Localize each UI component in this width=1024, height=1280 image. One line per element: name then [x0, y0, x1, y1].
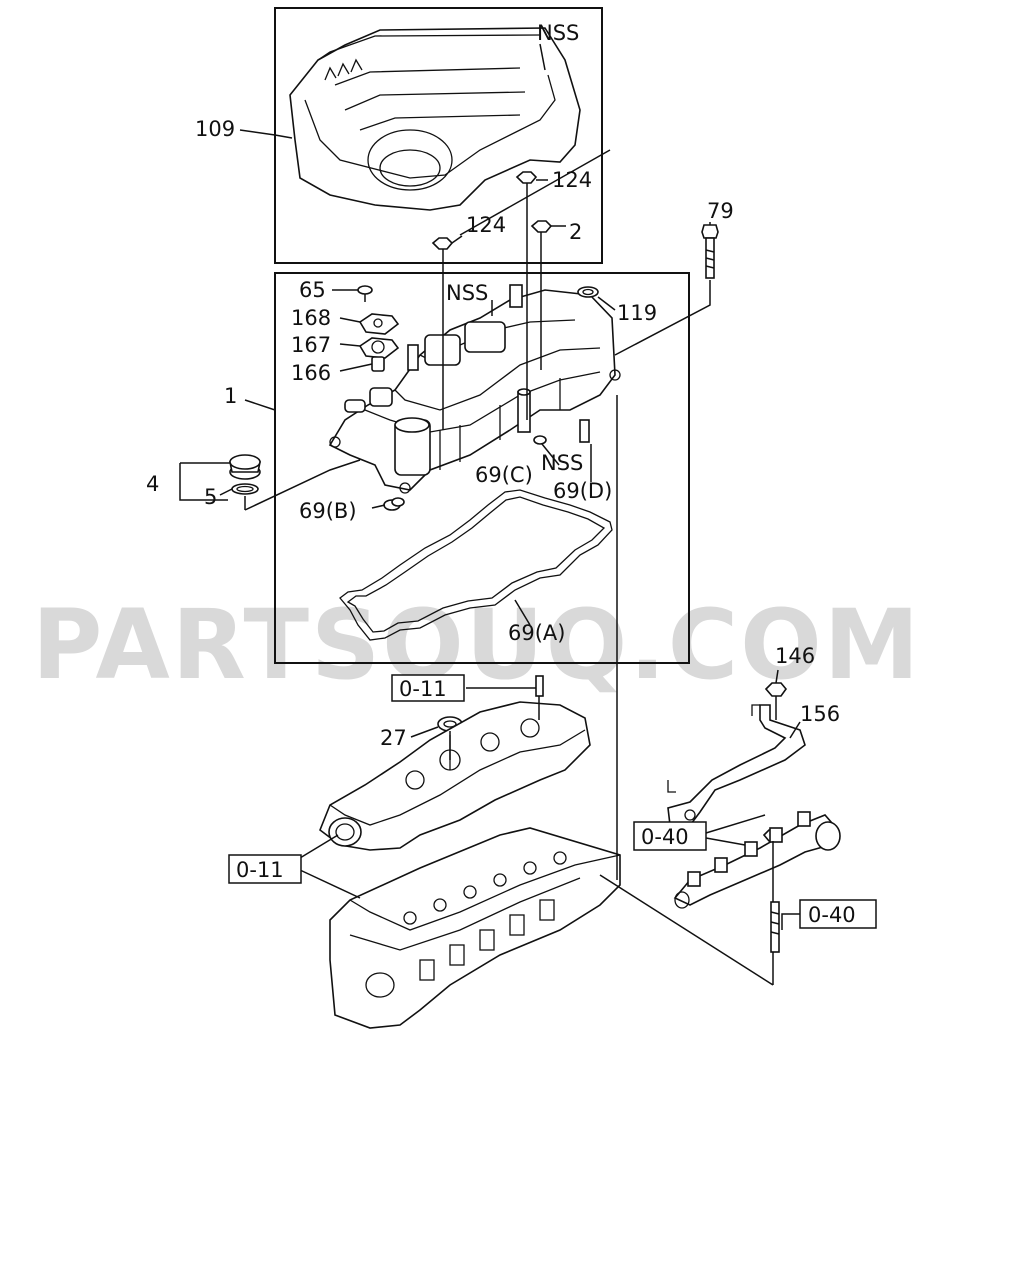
- seal-69b: [383, 497, 405, 511]
- nut-2: [530, 220, 553, 233]
- stud-0-11: [535, 675, 544, 697]
- ref-0-40-lower-text: 0-40: [808, 903, 856, 927]
- cylinder-head-cover-frame: [274, 272, 690, 664]
- label-119: 119: [617, 301, 657, 325]
- bolt-nss: [579, 419, 590, 443]
- label-nss-mid: NSS: [446, 281, 488, 305]
- ref-0-11-lower-text: 0-11: [236, 858, 284, 882]
- gasket-167: [358, 337, 400, 359]
- cylinder-head-cover-part: [328, 284, 621, 494]
- seal-119: [577, 286, 599, 298]
- label-5: 5: [204, 485, 217, 509]
- o-ring-5: [231, 483, 259, 495]
- cover-168: [358, 313, 400, 335]
- ref-0-11-upper-text: 0-11: [399, 677, 447, 701]
- ref-0-40-upper-text: 0-40: [641, 825, 689, 849]
- label-69b: 69(B): [299, 499, 357, 523]
- label-124-lower: 124: [466, 213, 506, 237]
- label-65: 65: [299, 278, 326, 302]
- label-109: 109: [195, 117, 235, 141]
- label-146: 146: [775, 644, 815, 668]
- leader-lines: [179, 43, 801, 986]
- seal-69c: [533, 435, 547, 445]
- label-4: 4: [146, 472, 159, 496]
- screw-65: [357, 285, 373, 302]
- bolt-79: [701, 224, 719, 279]
- label-nss-low: NSS: [541, 451, 583, 475]
- label-79: 79: [707, 199, 734, 223]
- ref-box-0-11-lower[interactable]: 0-11: [228, 854, 302, 884]
- stud-bolt: [770, 901, 780, 953]
- ref-box-0-40-upper[interactable]: 0-40: [633, 821, 707, 851]
- label-167: 167: [291, 333, 331, 357]
- bracket-156: [667, 704, 806, 829]
- label-168: 168: [291, 306, 331, 330]
- label-69d: 69(D): [553, 479, 612, 503]
- gasket-69a: [339, 489, 613, 641]
- ref-box-0-11-upper[interactable]: 0-11: [391, 674, 465, 702]
- label-69c: 69(C): [475, 463, 533, 487]
- label-27: 27: [380, 726, 407, 750]
- oil-cap-4: [229, 454, 261, 480]
- nut-124-upper: [515, 171, 538, 190]
- label-124-upper: 124: [552, 168, 592, 192]
- camshaft-carrier-part: [319, 701, 591, 851]
- label-156: 156: [800, 702, 840, 726]
- engine-cover-part: [289, 27, 581, 211]
- label-2: 2: [569, 220, 582, 244]
- label-166: 166: [291, 361, 331, 385]
- label-69a: 69(A): [508, 621, 565, 645]
- fuel-rail-part: [673, 811, 841, 909]
- ref-box-0-40-lower[interactable]: 0-40: [799, 899, 877, 929]
- spring-166: [371, 356, 385, 372]
- cylinder-head-part: [329, 827, 621, 1029]
- nut-146: [764, 682, 788, 697]
- label-nss-top: NSS: [537, 21, 579, 45]
- label-1: 1: [224, 384, 237, 408]
- nut-124-lower: [431, 237, 454, 250]
